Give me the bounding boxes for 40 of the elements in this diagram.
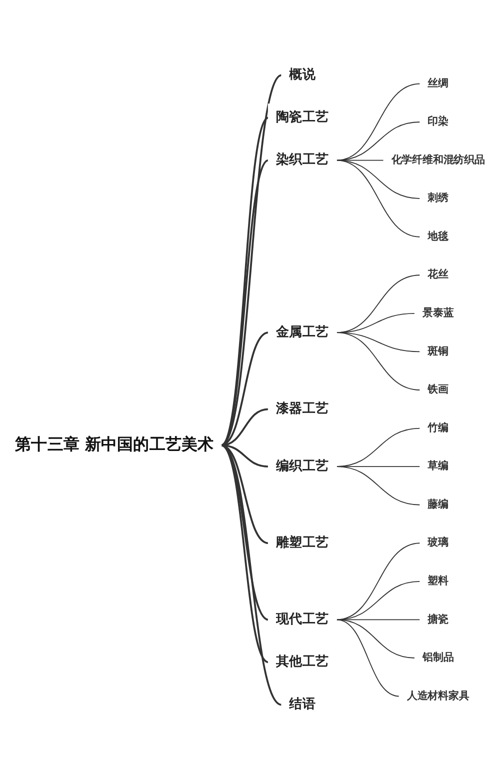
- connector: [220, 444, 282, 706]
- node-text: 玻璃: [428, 536, 448, 549]
- node-text: 染织工艺: [276, 152, 329, 168]
- node-text: 景泰蓝: [422, 306, 454, 319]
- connector: [336, 466, 421, 506]
- node-text: 刺绣: [428, 192, 448, 204]
- node-text: 竹编: [428, 421, 448, 434]
- node-text: 雕塑工艺: [276, 535, 329, 550]
- connector: [336, 83, 421, 161]
- node-text: 结语: [289, 696, 316, 712]
- node-text: 编织工艺: [276, 458, 329, 474]
- node-text: 概说: [289, 67, 316, 82]
- node-text: 塑料: [428, 574, 448, 587]
- node-text: 第十三章 新中国的工艺美术: [15, 435, 214, 454]
- node-text: 印染: [428, 115, 448, 128]
- node-text: 花丝: [428, 268, 448, 281]
- node-text: 搪瓷: [428, 612, 448, 626]
- node-text: 地毯: [428, 230, 448, 242]
- node-text: 草编: [428, 460, 448, 472]
- connector: [336, 619, 400, 697]
- node-text: 藤编: [428, 498, 448, 510]
- connector: [336, 160, 421, 238]
- node-text: 其他工艺: [276, 654, 329, 670]
- connector: [220, 74, 282, 446]
- node-text: 现代工艺: [276, 612, 329, 627]
- node-text: 铁画: [428, 383, 448, 396]
- node-text: 金属工艺: [276, 324, 329, 340]
- connector: [336, 332, 421, 390]
- node-text: 斑铜: [428, 344, 448, 358]
- connector: [220, 444, 269, 621]
- connector: [220, 444, 269, 663]
- node-text: 化学纤维和混纺织品: [391, 153, 485, 166]
- node-text: 漆器工艺: [276, 401, 329, 416]
- connector: [336, 619, 421, 620]
- connector: [336, 542, 421, 620]
- node-text: 人造材料家具: [406, 689, 470, 702]
- connector: [336, 122, 421, 161]
- node-text: 丝绸: [428, 76, 448, 90]
- node-text: 铝制品: [422, 651, 454, 664]
- connector: [336, 580, 421, 620]
